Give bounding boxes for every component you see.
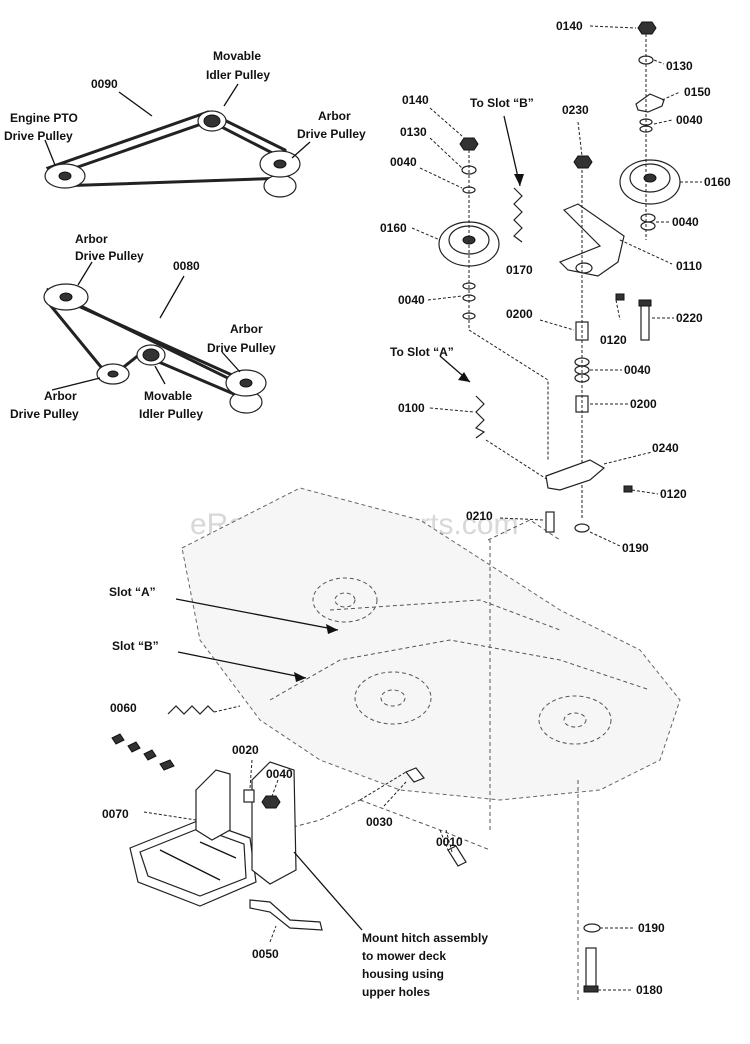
part-label-0160-b: 0160 xyxy=(380,221,407,235)
idler-assembly-right xyxy=(619,21,681,240)
slot-b-label: Slot “B” xyxy=(112,639,159,653)
part-label-0240: 0240 xyxy=(652,441,679,455)
part-label-0190-b: 0190 xyxy=(638,921,665,935)
svg-text:Movable: Movable xyxy=(213,49,261,63)
svg-text:Mount hitch assembly: Mount hitch assembly xyxy=(362,931,488,945)
part-label-0120-a: 0120 xyxy=(600,333,627,347)
svg-text:upper holes: upper holes xyxy=(362,985,430,999)
svg-text:Arbor: Arbor xyxy=(44,389,77,403)
part-label-0110: 0110 xyxy=(676,259,702,273)
part-label-0200-b: 0200 xyxy=(630,397,657,411)
hitch-assembly xyxy=(111,705,467,943)
spring-0100 xyxy=(474,395,486,439)
part-label-0180: 0180 xyxy=(636,983,663,997)
part-label-0040-c: 0040 xyxy=(390,155,417,169)
part-label-0020: 0020 xyxy=(232,743,259,757)
idler-arm xyxy=(558,203,625,277)
svg-text:Idler Pulley: Idler Pulley xyxy=(206,68,270,82)
part-label-0150: 0150 xyxy=(684,85,711,99)
spring-0060 xyxy=(167,705,215,715)
svg-text:to mower deck: to mower deck xyxy=(362,949,446,963)
to-slot-b-label: To Slot “B” xyxy=(470,96,534,110)
part-label-0010: 0010 xyxy=(436,835,463,849)
spacer-0200-b xyxy=(575,395,589,413)
part-label-0190-a: 0190 xyxy=(622,541,649,555)
part-label-0090: 0090 xyxy=(91,77,118,91)
part-label-0100: 0100 xyxy=(398,401,425,415)
svg-text:Drive Pulley: Drive Pulley xyxy=(75,249,144,263)
belt-diagram-top: 0090 Movable Idler Pulley Engine PTO Dri… xyxy=(4,49,366,198)
svg-text:Drive Pulley: Drive Pulley xyxy=(10,407,79,421)
svg-text:Drive Pulley: Drive Pulley xyxy=(297,127,366,141)
mount-note: Mount hitch assembly to mower deck housi… xyxy=(362,931,488,999)
svg-text:Engine PTO: Engine PTO xyxy=(10,111,78,125)
spring-0170 xyxy=(513,187,523,243)
svg-text:Arbor: Arbor xyxy=(75,232,108,246)
part-label-0200-a: 0200 xyxy=(506,307,533,321)
part-label-0040-a: 0040 xyxy=(676,113,703,127)
svg-text:Arbor: Arbor xyxy=(318,109,351,123)
part-label-0080: 0080 xyxy=(173,259,200,273)
part-label-0220: 0220 xyxy=(676,311,703,325)
part-label-0030: 0030 xyxy=(366,815,393,829)
svg-text:Drive Pulley: Drive Pulley xyxy=(4,129,73,143)
part-label-0040-b: 0040 xyxy=(672,215,699,229)
part-numbers: 0140 0130 0150 0040 0160 0040 0110 0140 … xyxy=(102,19,731,997)
part-label-0170: 0170 xyxy=(506,263,533,277)
svg-text:Idler Pulley: Idler Pulley xyxy=(139,407,203,421)
svg-text:Movable: Movable xyxy=(144,389,192,403)
part-label-0230: 0230 xyxy=(562,103,589,117)
part-label-0210: 0210 xyxy=(466,509,493,523)
svg-text:Drive Pulley: Drive Pulley xyxy=(207,341,276,355)
part-label-0060: 0060 xyxy=(110,701,137,715)
belt-diagram-bottom: 0080 Arbor Drive Pulley Arbor Drive Pull… xyxy=(10,232,276,421)
part-label-0120-b: 0120 xyxy=(660,487,687,501)
part-label-0040-f: 0040 xyxy=(266,767,293,781)
svg-text:housing using: housing using xyxy=(362,967,444,981)
to-slot-a-label: To Slot “A” xyxy=(390,345,454,359)
slot-arrows: Slot “A” Slot “B” xyxy=(109,585,339,682)
part-label-0070: 0070 xyxy=(102,807,129,821)
bolt-0180 xyxy=(585,947,597,989)
bracket-0240 xyxy=(545,459,606,491)
part-label-0140-b: 0140 xyxy=(402,93,429,107)
part-label-0050: 0050 xyxy=(252,947,279,961)
part-label-0130-a: 0130 xyxy=(666,59,693,73)
lever-0050 xyxy=(249,899,323,931)
part-label-0130-b: 0130 xyxy=(400,125,427,139)
leader-lines xyxy=(411,25,702,991)
part-label-0160-a: 0160 xyxy=(704,175,731,189)
slot-a-label: Slot “A” xyxy=(109,585,156,599)
svg-text:Arbor: Arbor xyxy=(230,322,263,336)
part-label-0040-d: 0040 xyxy=(398,293,425,307)
part-label-0140-a: 0140 xyxy=(556,19,583,33)
idler-assembly-left: To Slot “B” To Slot “A” xyxy=(390,96,652,993)
part-label-0040-e: 0040 xyxy=(624,363,651,377)
